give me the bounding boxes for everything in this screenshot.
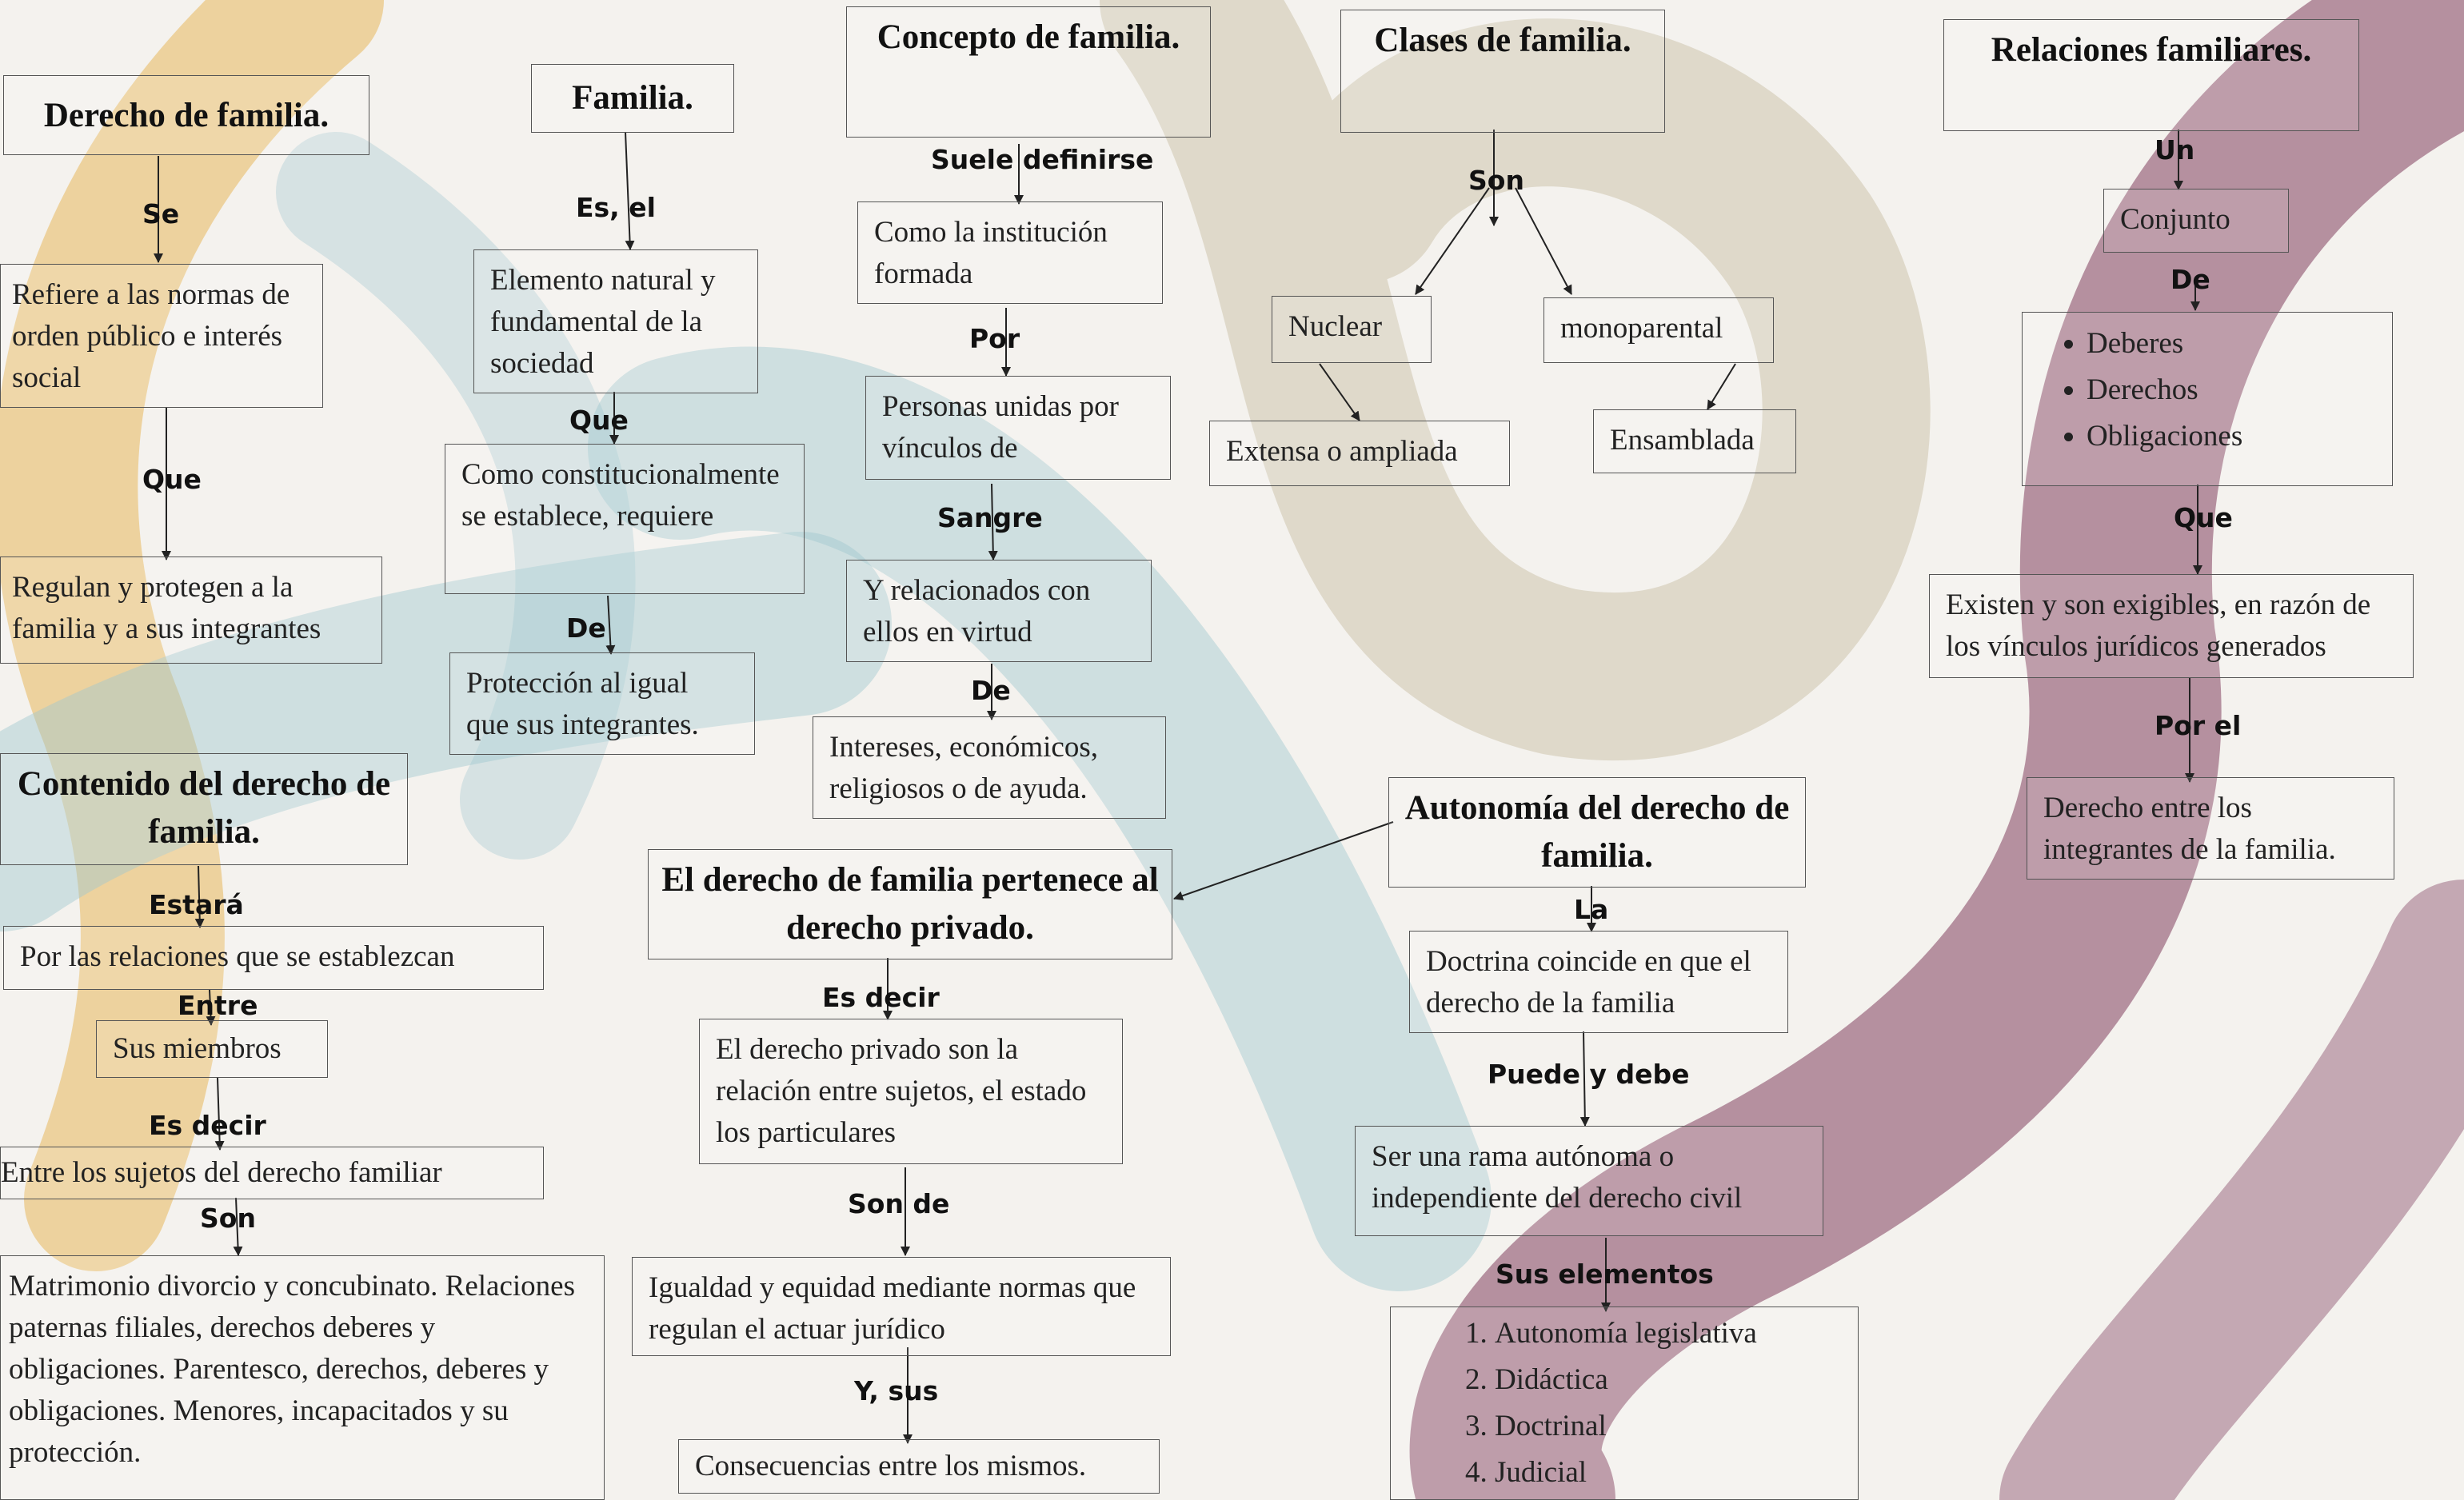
title-contenido-del-derecho: Contenido del derecho de familia. [0,753,408,865]
label-la: La [1574,894,1609,925]
label-y-sus: Y, sus [854,1375,939,1406]
list-item-derechos: Derechos [2087,367,2376,413]
node-entre-sujetos: Entre los sujetos del derecho familiar [0,1147,544,1199]
label-se: Se [142,198,180,229]
label-que-3: Que [2174,502,2233,533]
node-extensa: Extensa o ampliada [1209,421,1510,486]
title-concepto-de-familia: Concepto de familia. [846,6,1211,138]
node-como-constitucionalmente: Como constitucionalmente se establece, r… [445,444,805,594]
node-intereses: Intereses, económicos, religiosos o de a… [813,716,1166,819]
node-deberes-list: Deberes Derechos Obligaciones [2022,312,2393,486]
node-monoparental: monoparental [1543,297,1774,363]
list-item-doctrinal: Doctrinal [1495,1403,1842,1450]
label-por: Por [969,323,1020,354]
label-que-1: Que [142,464,202,495]
title-clases-de-familia: Clases de familia. [1340,10,1665,133]
title-derecho-de-familia: Derecho de familia. [3,75,369,155]
node-regulan: Regulan y protegen a la familia y a sus … [0,557,382,664]
node-conjunto: Conjunto [2103,189,2289,253]
label-de-1: De [566,612,606,644]
node-por-relaciones: Por las relaciones que se establezcan [3,926,544,990]
node-consecuencias: Consecuencias entre los mismos. [678,1439,1160,1494]
label-que-2: Que [569,405,629,436]
node-sus-miembros: Sus miembros [96,1020,328,1078]
title-derecho-privado: El derecho de familia pertenece al derec… [648,849,1172,959]
label-sus-elementos: Sus elementos [1496,1259,1714,1290]
label-suele-definirse: Suele definirse [931,144,1154,175]
label-es-decir-1: Es decir [149,1110,266,1141]
label-son-2: Son [200,1203,256,1234]
list-item-judicial: Judicial [1495,1450,1842,1496]
title-autonomia-del-derecho: Autonomía del derecho de familia. [1388,777,1806,888]
node-nuclear: Nuclear [1272,296,1432,363]
node-derecho-entre: Derecho entre los integrantes de la fami… [2027,777,2394,880]
title-relaciones-familiares: Relaciones familiares. [1943,19,2359,131]
list-item-didactica: Didáctica [1495,1357,1842,1403]
node-existen: Existen y son exigibles, en razón de los… [1929,574,2414,678]
node-como-institucion: Como la institución formada [857,201,1163,304]
label-estara: Estará [149,889,244,920]
node-ser-rama: Ser una rama autónoma o independiente de… [1355,1126,1823,1236]
node-matrimonio: Matrimonio divorcio y concubinato. Relac… [0,1255,605,1500]
label-sangre: Sangre [937,502,1043,533]
node-elementos-list: Autonomía legislativa Didáctica Doctrina… [1390,1307,1859,1500]
label-puede-y-debe: Puede y debe [1488,1059,1690,1090]
label-son-1: Son [1468,165,1524,196]
node-igualdad: Igualdad y equidad mediante normas que r… [632,1257,1171,1356]
label-por-el: Por el [2155,710,2242,741]
label-de-2: De [971,675,1011,706]
node-refiere: Refiere a las normas de orden público e … [0,264,323,408]
label-son-de: Son de [848,1188,950,1219]
node-personas-unidas: Personas unidas por vínculos de [865,376,1171,480]
node-elemento-natural: Elemento natural y fundamental de la soc… [473,249,758,393]
node-doctrina: Doctrina coincide en que el derecho de l… [1409,931,1788,1033]
label-es-decir-2: Es decir [822,982,940,1013]
list-item-obligaciones: Obligaciones [2087,413,2376,460]
label-un: Un [2155,134,2195,166]
list-item-deberes: Deberes [2087,321,2376,367]
list-item-autonomia-legislativa: Autonomía legislativa [1495,1311,1842,1357]
label-es-el: Es, el [576,192,656,223]
node-proteccion: Protección al igual que sus integrantes. [449,652,755,755]
node-privado-son: El derecho privado son la relación entre… [699,1019,1123,1164]
node-ensamblada: Ensamblada [1593,409,1796,473]
label-entre: Entre [178,990,258,1021]
label-de-3: De [2170,264,2210,295]
title-familia: Familia. [531,64,734,133]
node-relacionados: Y relacionados con ellos en virtud [846,560,1152,662]
